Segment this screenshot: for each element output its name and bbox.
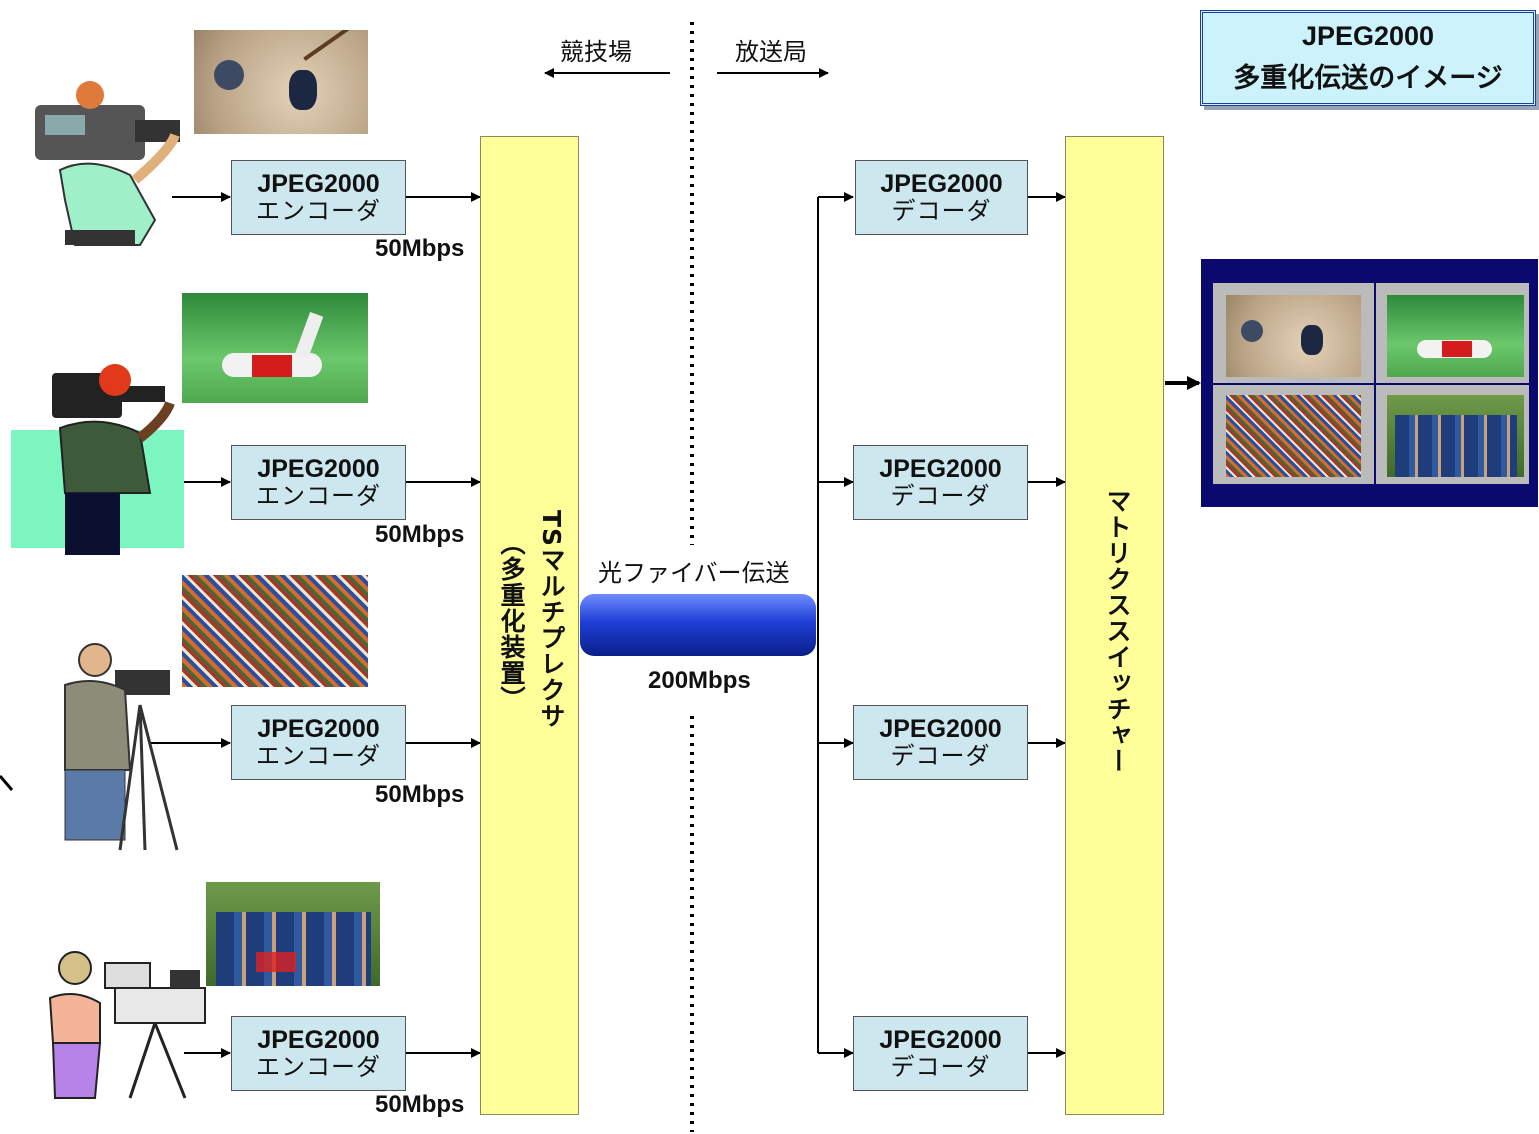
encoder-box: JPEG2000 エンコーダ <box>231 1016 406 1091</box>
decoder-line1: JPEG2000 <box>879 455 1002 484</box>
crowd-photo-icon <box>1226 395 1361 477</box>
decoder-line1: JPEG2000 <box>879 715 1002 744</box>
monitor-screen <box>1213 283 1529 484</box>
encoder-rate: 50Mbps <box>375 235 465 262</box>
baseball-photo-icon <box>1226 295 1361 377</box>
decoder-line2: デコーダ <box>890 742 991 771</box>
encoder-box: JPEG2000 エンコーダ <box>231 705 406 780</box>
decoder-line2: デコーダ <box>890 482 991 511</box>
broadcast-station-label: 放送局 <box>735 38 807 66</box>
crowd-photo-icon <box>182 575 368 687</box>
encoder-line2: エンコーダ <box>256 197 381 226</box>
ts-multiplexer <box>480 136 579 1115</box>
encoder-line2: エンコーダ <box>256 1053 381 1082</box>
encoder-rate: 50Mbps <box>375 1091 465 1118</box>
fiber-rate: 200Mbps <box>648 667 751 694</box>
multiplexer-sub: （多重化装置） <box>497 530 526 712</box>
baseball-slide-photo-icon <box>182 293 368 403</box>
encoder-box: JPEG2000 エンコーダ <box>231 445 406 520</box>
multiview-monitor <box>1201 259 1538 507</box>
encoder-line1: JPEG2000 <box>257 1026 380 1055</box>
encoder-line2: エンコーダ <box>256 742 381 771</box>
encoder-line2: エンコーダ <box>256 482 381 511</box>
decoder-box: JPEG2000 デコーダ <box>855 160 1028 235</box>
fiber-label: 光ファイバー伝送 <box>598 559 790 587</box>
fiber-cable <box>580 594 816 656</box>
team-huddle-photo-icon <box>206 882 380 986</box>
matrix-switcher-name: マトリクススイッチャー <box>1103 488 1132 774</box>
encoder-rate: 50Mbps <box>375 781 465 808</box>
baseball-photo-icon <box>194 30 368 134</box>
team-huddle-photo-icon <box>1387 395 1524 477</box>
encoder-line1: JPEG2000 <box>257 455 380 484</box>
encoder-box: JPEG2000 エンコーダ <box>231 160 406 235</box>
title-line2: 多重化伝送のイメージ <box>1233 63 1503 94</box>
decoder-box: JPEG2000 デコーダ <box>853 445 1028 520</box>
encoder-rate: 50Mbps <box>375 521 465 548</box>
camera-operator-icon <box>64 643 179 851</box>
decoder-box: JPEG2000 デコーダ <box>853 705 1028 780</box>
decoder-line1: JPEG2000 <box>879 1026 1002 1055</box>
camera-operator-icon <box>48 951 206 1099</box>
title-box: JPEG2000 多重化伝送のイメージ <box>1200 10 1536 106</box>
matrix-switcher <box>1065 136 1164 1115</box>
decoder-line1: JPEG2000 <box>880 170 1003 199</box>
encoder-line1: JPEG2000 <box>257 715 380 744</box>
stadium-label: 競技場 <box>560 38 632 66</box>
multiplexer-name: TSマルチプレクサ <box>537 510 566 730</box>
encoder-line1: JPEG2000 <box>257 170 380 199</box>
camera-operator-icon <box>35 81 180 246</box>
decoder-line2: デコーダ <box>890 1053 991 1082</box>
decoder-line2: デコーダ <box>891 197 992 226</box>
title-line1: JPEG2000 <box>1301 21 1435 51</box>
baseball-slide-photo-icon <box>1387 295 1524 377</box>
decoder-box: JPEG2000 デコーダ <box>853 1016 1028 1091</box>
camera-operator-icon <box>52 364 175 555</box>
